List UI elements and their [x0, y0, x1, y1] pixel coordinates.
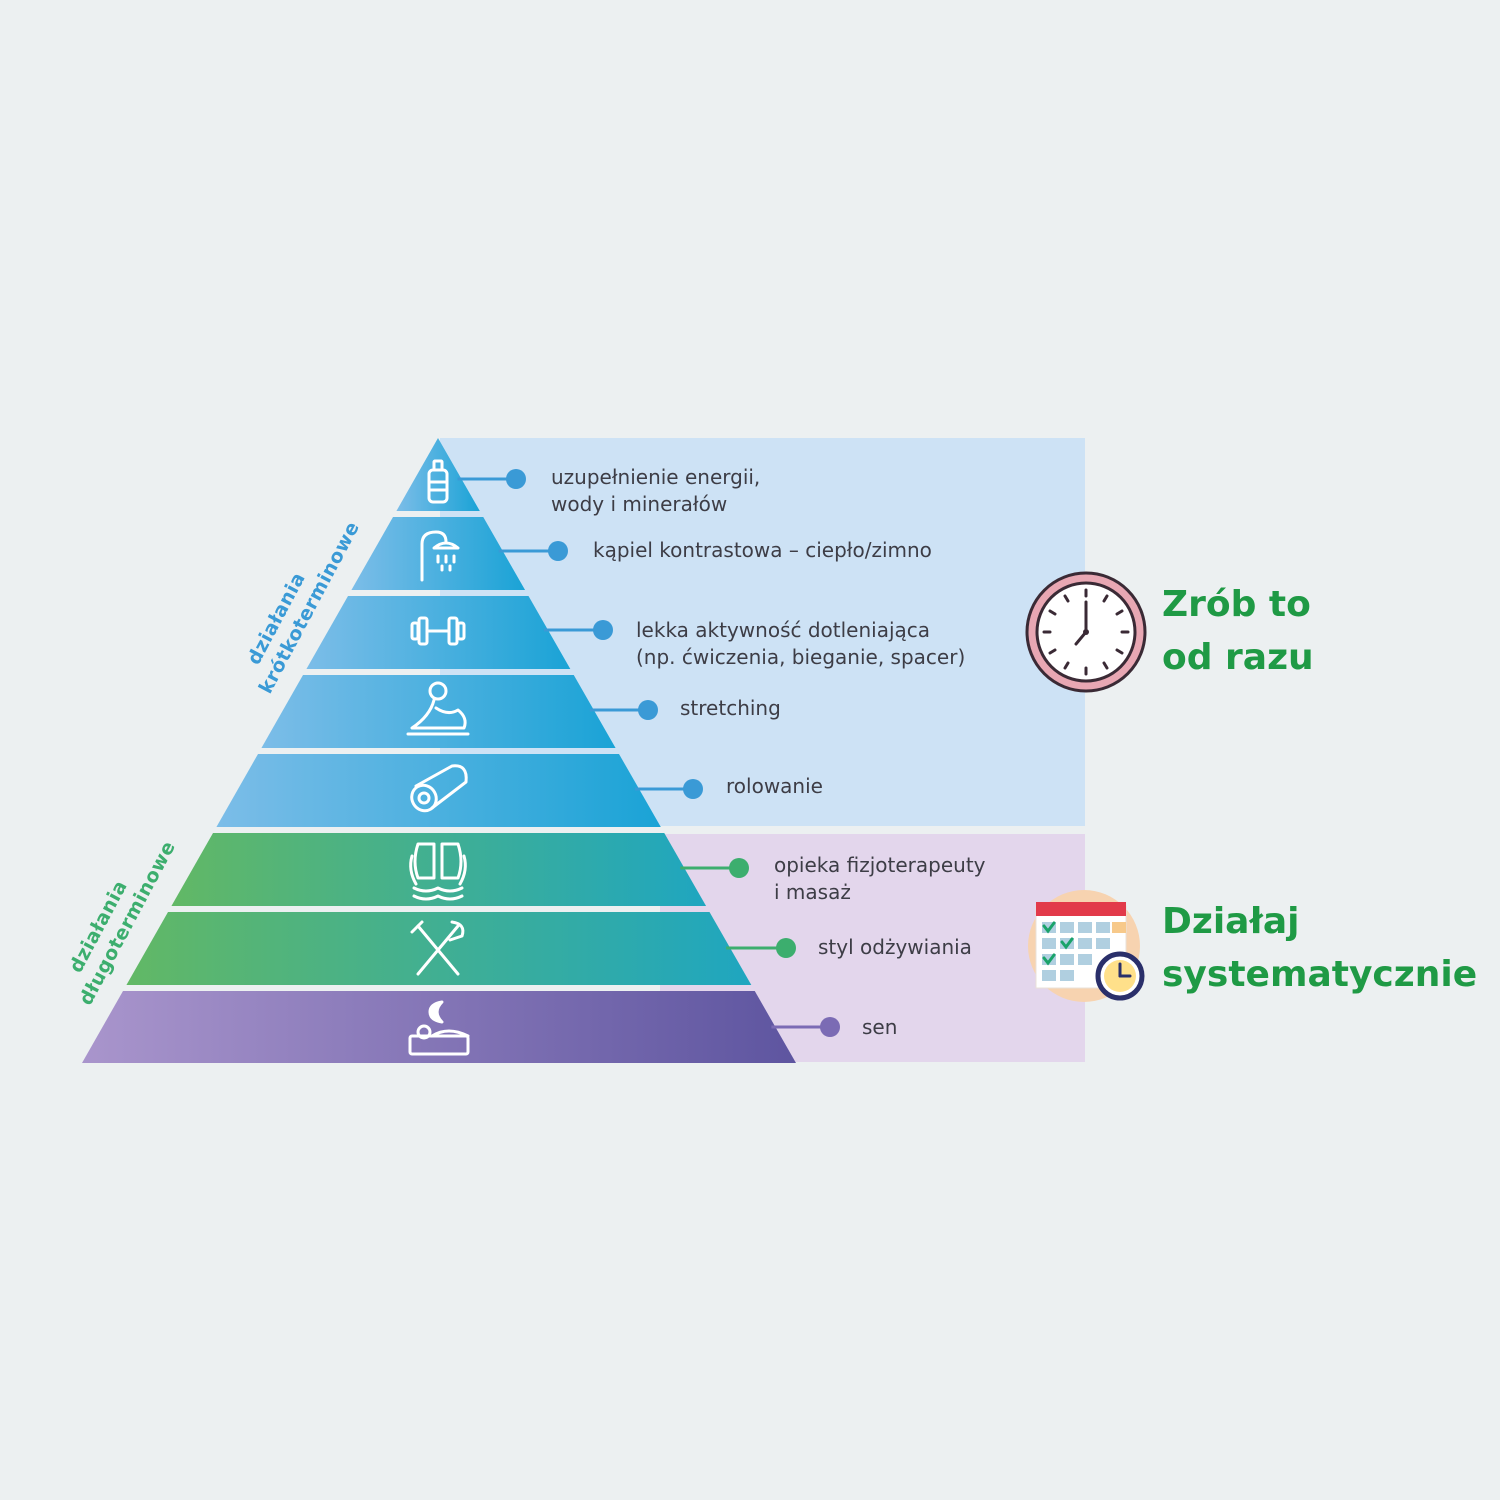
label-sleep: sen — [862, 1015, 897, 1039]
label-light-activity: lekka aktywność dotleniająca (np. ćwicze… — [636, 618, 965, 669]
dumbbell-icon — [410, 616, 466, 646]
connector-dot — [593, 620, 613, 640]
shower-icon — [420, 530, 460, 582]
pyramid-tier — [351, 517, 526, 590]
pyramid-tier — [261, 675, 616, 748]
calendar-clock-icon — [1028, 890, 1145, 1002]
connector-dot — [729, 858, 749, 878]
pyramid-tier — [396, 438, 480, 511]
tier-labels: uzupełnienie energii, wody i minerałów k… — [551, 465, 992, 1039]
water-bottle-icon — [427, 459, 449, 504]
pyramid-tiers — [82, 438, 796, 1063]
connector-dot — [683, 779, 703, 799]
cta-short-term: Zrób to od razu — [1162, 584, 1323, 678]
connectors — [457, 469, 840, 1037]
connector-dot — [548, 541, 568, 561]
pyramid-tier — [171, 833, 707, 906]
sleep-icon — [408, 1000, 470, 1056]
pyramid-tier — [82, 991, 796, 1063]
connector-dot — [506, 469, 526, 489]
connector-dot — [820, 1017, 840, 1037]
label-rolling: rolowanie — [726, 774, 823, 798]
label-energy: uzupełnienie energii, wody i minerałów — [551, 465, 767, 516]
label-stretching: stretching — [680, 696, 781, 720]
clock-icon — [1025, 571, 1147, 693]
connector-dot — [638, 700, 658, 720]
stretching-person-icon — [406, 681, 470, 736]
label-nutrition: styl odżywiania — [818, 935, 972, 959]
massage-hands-icon — [409, 842, 467, 901]
label-physio-massage: opieka fizjoterapeuty i masaż — [774, 853, 992, 904]
cta-long-term: Działaj systematycznie — [1162, 901, 1477, 995]
label-contrast-bath: kąpiel kontrastowa – ciepło/zimno — [593, 538, 932, 562]
pyramid-tier — [216, 754, 661, 827]
fork-knife-icon — [410, 920, 465, 976]
connector-dot — [776, 938, 796, 958]
